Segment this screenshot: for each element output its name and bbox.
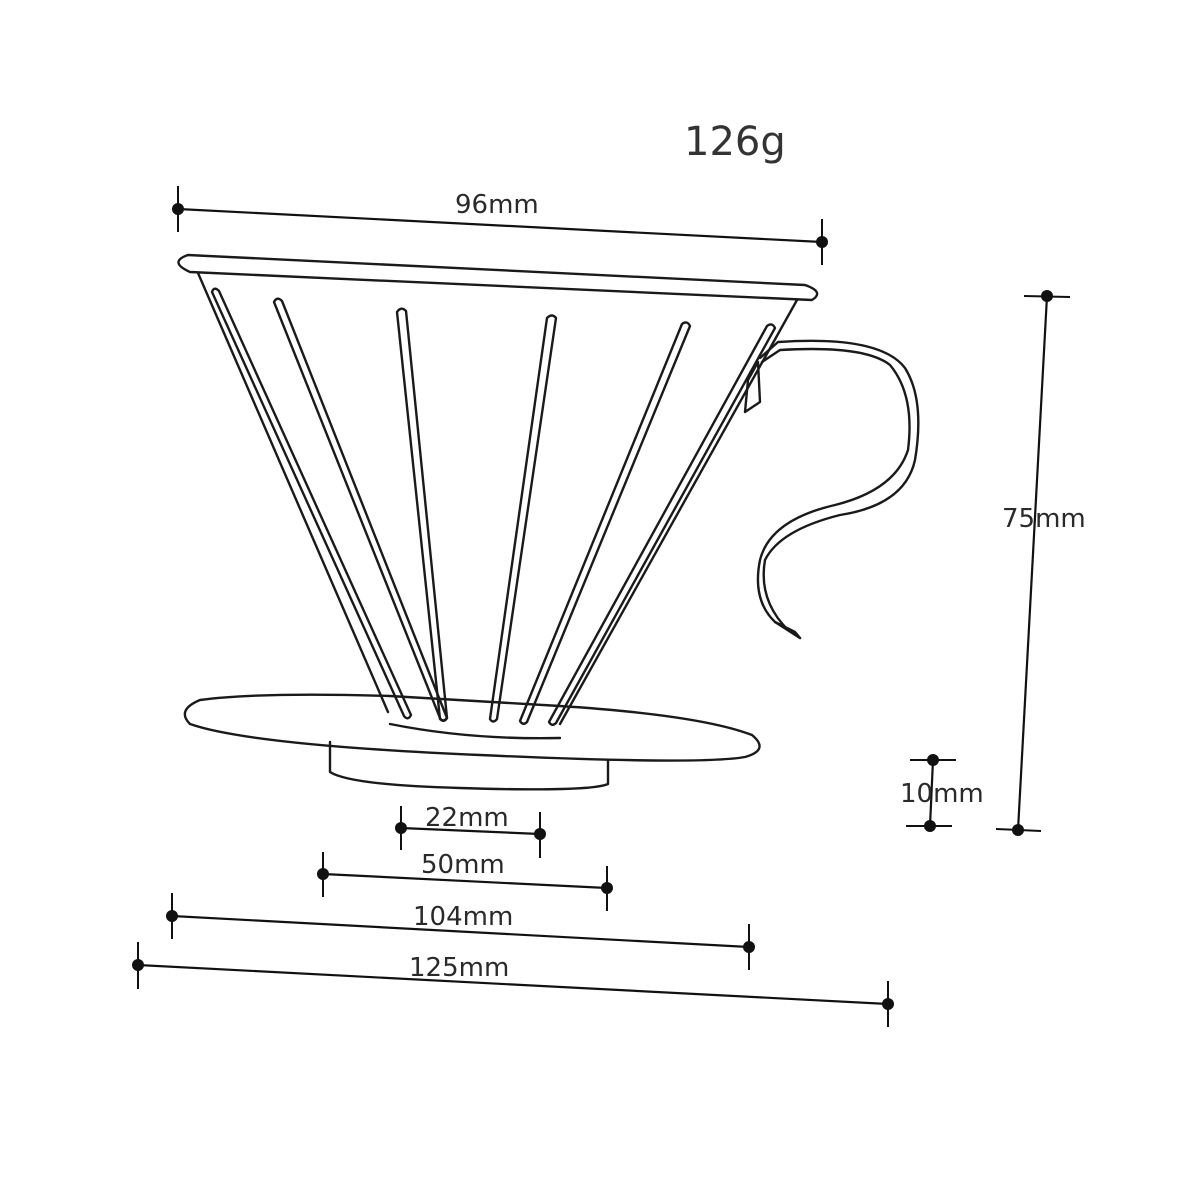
- rib-3: [395, 307, 449, 722]
- weight-label: 126g: [684, 119, 786, 165]
- top-width-label: 96mm: [455, 190, 539, 220]
- cone-right-side: [558, 298, 799, 726]
- height-label: 75mm: [1002, 504, 1086, 534]
- base-height-label: 10mm: [900, 779, 984, 809]
- dimension-top-width: 96mm: [172, 186, 828, 265]
- dimension-base-height: 10mm: [900, 754, 984, 832]
- rib-1: [210, 287, 413, 720]
- dimension-plate-width: 104mm: [166, 893, 755, 970]
- dimension-overall-width: 125mm: [132, 942, 894, 1027]
- rib-5: [518, 321, 692, 725]
- dripper-rim: [177, 253, 819, 302]
- handle-bracket: [743, 360, 762, 414]
- rib-4: [488, 314, 558, 723]
- handle-tip: [773, 620, 802, 640]
- base-outlet: [328, 740, 610, 791]
- dimension-height: 75mm: [995, 290, 1086, 836]
- dripper-handle: [756, 339, 920, 640]
- cone-bottom: [388, 722, 562, 740]
- dimension-bottom-width: 50mm: [317, 850, 613, 911]
- cone-ribs: [210, 287, 777, 726]
- overall-width-label: 125mm: [409, 953, 509, 983]
- coffee-dripper-illustration: [177, 253, 920, 791]
- plate-width-label: 104mm: [413, 902, 513, 932]
- dimension-outlet-width: 22mm: [395, 803, 546, 858]
- bottom-width-label: 50mm: [421, 850, 505, 880]
- base-plate: [183, 693, 761, 762]
- cone-left-side: [196, 271, 390, 714]
- rib-6: [547, 323, 777, 726]
- outlet-width-label: 22mm: [425, 803, 509, 833]
